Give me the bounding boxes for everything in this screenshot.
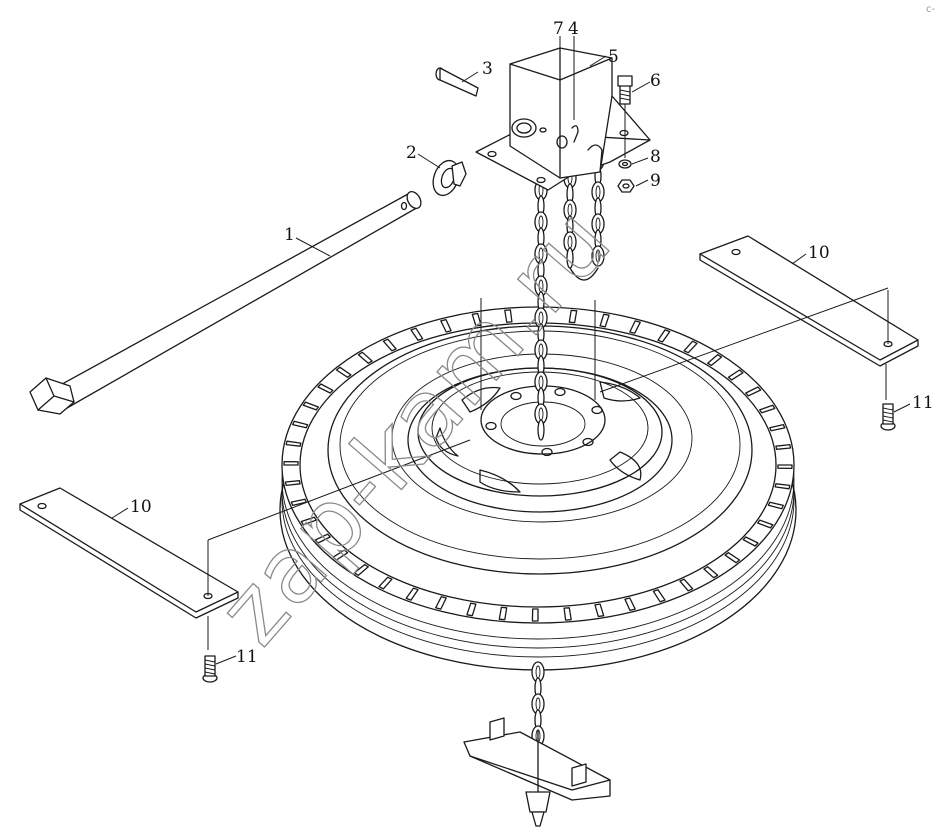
callout-11-right: 11 xyxy=(912,393,934,413)
tread-lug xyxy=(353,563,369,576)
leader-lines xyxy=(111,36,911,665)
callout-3: 3 xyxy=(482,59,493,79)
tread-lug xyxy=(285,440,302,447)
tread-lug xyxy=(707,354,723,367)
callout-4: 4 xyxy=(568,19,579,39)
axle-pin xyxy=(435,67,479,97)
tread-lug xyxy=(679,578,694,592)
tread-lug xyxy=(314,533,331,544)
tread-lug xyxy=(498,606,508,621)
callout-9: 9 xyxy=(650,171,661,191)
tread-lug xyxy=(742,536,759,547)
tread-lug xyxy=(440,318,452,333)
tread-lug xyxy=(290,498,307,507)
tread-lug xyxy=(568,309,578,324)
tread-lug xyxy=(757,519,774,529)
chain-link-loop xyxy=(591,245,605,267)
tread-lug xyxy=(774,483,791,490)
tread-lug xyxy=(624,597,636,612)
tread-lug xyxy=(292,420,309,429)
tread-lug xyxy=(769,423,786,432)
tread-lug xyxy=(594,603,605,618)
mounting-strap-left xyxy=(19,439,471,650)
tread-lug xyxy=(629,320,641,334)
bracket-bolt xyxy=(617,75,633,158)
tread-lug xyxy=(435,596,447,610)
callout-8: 8 xyxy=(650,147,661,167)
tread-lug xyxy=(300,516,317,526)
tread-lug xyxy=(599,313,610,328)
tread-lug xyxy=(767,501,784,510)
callout-labels: 1 2 3 4 5 6 7 8 9 10 10 11 11 xyxy=(130,19,934,667)
callout-1: 1 xyxy=(284,225,295,245)
tread-lug xyxy=(504,309,513,323)
callout-11-left: 11 xyxy=(236,647,258,667)
callout-5: 5 xyxy=(608,47,619,67)
tread-lug xyxy=(777,464,793,470)
corner-mark: c- xyxy=(926,4,935,15)
hex-nut xyxy=(617,179,635,193)
tread-lug xyxy=(382,338,397,352)
chain-link-loop-hole xyxy=(595,249,601,263)
chain-loop-bottom xyxy=(569,267,599,281)
tread-lug xyxy=(759,404,776,414)
tread-lugs xyxy=(283,308,793,622)
tread-lug xyxy=(727,369,744,381)
tread-lug xyxy=(466,602,477,617)
tread-lug xyxy=(652,589,666,603)
tread-lug xyxy=(657,329,671,343)
spring-washer xyxy=(618,159,632,169)
tread-lug xyxy=(405,587,419,601)
tread-lug xyxy=(283,460,299,466)
tread-lug xyxy=(284,480,301,487)
tread-lug xyxy=(410,327,424,341)
tread-lug xyxy=(724,552,741,564)
tread-lug xyxy=(563,607,572,621)
strap-bolt-right xyxy=(880,403,896,431)
callout-10-right: 10 xyxy=(808,243,830,263)
tread-lug xyxy=(335,366,352,378)
mounting-strap-right xyxy=(599,235,919,400)
tread-lug xyxy=(703,566,719,579)
chain-link xyxy=(537,419,545,441)
tread-lug xyxy=(332,549,349,561)
shaft-guide-bushing xyxy=(432,159,467,197)
strap-bolt-left xyxy=(202,655,218,683)
tread-lug xyxy=(378,576,393,590)
tread-lug xyxy=(357,351,373,364)
callout-10-left: 10 xyxy=(130,497,152,517)
winch-shaft xyxy=(29,190,422,415)
tread-lug xyxy=(683,340,698,354)
tread-lug xyxy=(317,383,334,394)
callout-7: 7 xyxy=(553,19,564,39)
winch-bracket xyxy=(475,47,651,191)
tread-lug xyxy=(775,443,792,450)
tread-lug xyxy=(745,386,762,397)
lower-clamp-plate xyxy=(463,717,611,827)
tread-lug xyxy=(531,608,539,622)
tread-lug xyxy=(302,401,319,411)
callout-2: 2 xyxy=(406,143,417,163)
callout-6: 6 xyxy=(650,71,661,91)
